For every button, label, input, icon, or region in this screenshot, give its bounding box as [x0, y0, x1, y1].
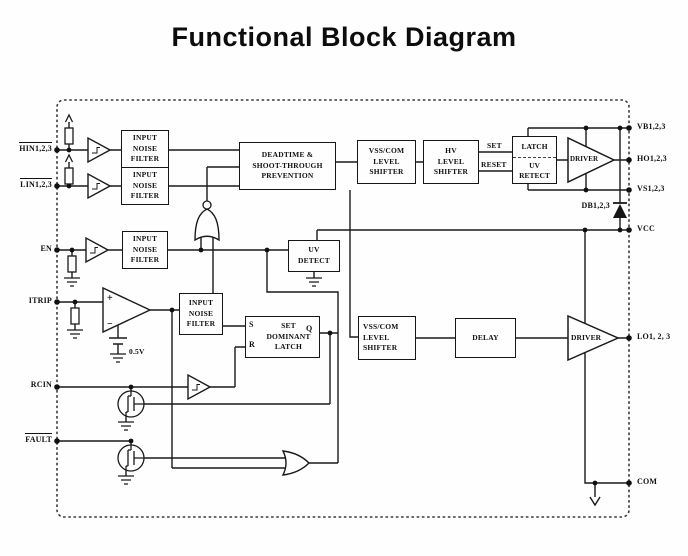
block-input-noise-filter-itrip: INPUT NOISE FILTER [179, 293, 223, 335]
block-vss-com-level-shifter-low: VSS/COM LEVEL SHIFTER [358, 316, 416, 360]
ground-icon [118, 421, 134, 431]
block-uv-detect: UV DETECT [288, 240, 340, 272]
schmitt-buffer-en [85, 236, 110, 264]
pin-lin: LIN1,2,3 [20, 178, 52, 189]
ground-icon [118, 475, 134, 485]
driver-low-side [567, 314, 620, 362]
mosfets [117, 390, 145, 472]
block-set-dominant-latch: SET DOMINANT LATCH [245, 316, 320, 358]
latch-r-pin: R [249, 340, 255, 349]
nor-bubble-icon [202, 200, 212, 210]
block-input-noise-filter-en: INPUT NOISE FILTER [122, 231, 168, 269]
db-diode-label: DB1,2,3 [581, 201, 610, 210]
pulldown-resistor-en [67, 255, 77, 273]
pulldown-resistor-itrip [70, 307, 80, 325]
schmitt-buffers [85, 136, 212, 401]
reset-signal-label: RESET [481, 160, 507, 169]
block-latch-uv-retect: LATCH UV RETECT [512, 136, 557, 184]
comparator-plus-sign: + [107, 293, 113, 304]
block-delay: DELAY [455, 318, 516, 358]
latch-section: LATCH [513, 137, 556, 158]
pin-vs: VS1,2,3 [637, 184, 665, 193]
ground-icon [306, 277, 322, 287]
pullup-resistor-hin [64, 127, 74, 145]
block-input-noise-filter-lin: INPUT NOISE FILTER [121, 167, 169, 205]
pin-vb: VB1,2,3 [637, 122, 666, 131]
pin-vcc: VCC [637, 224, 655, 233]
block-hv-level-shifter: HV LEVEL SHIFTER [423, 140, 479, 184]
nor-gate [194, 208, 220, 242]
bootstrap-diode [613, 202, 627, 218]
com-arrow-icon [589, 496, 601, 507]
block-input-noise-filter-hin: INPUT NOISE FILTER [121, 130, 169, 168]
ground-icon [67, 329, 83, 339]
block-deadtime: DEADTIME & SHOOT-THROUGH PREVENTION [239, 142, 336, 190]
driver-low-label: DRIVER [571, 333, 602, 342]
pin-com: COM [637, 477, 658, 486]
pin-en: EN [40, 244, 52, 253]
fault-or-gate [281, 450, 310, 476]
ground-icon [110, 353, 126, 363]
pin-fault: FAULT [25, 433, 52, 444]
schmitt-buffer-lin [87, 172, 112, 200]
pin-lo: LO1, 2, 3 [637, 332, 671, 341]
block-vss-com-level-shifter-high: VSS/COM LEVEL SHIFTER [357, 140, 416, 184]
diode-triangle [613, 204, 627, 218]
chip-boundary [56, 99, 630, 518]
pin-itrip: ITRIP [28, 296, 52, 305]
ground-icons [64, 277, 322, 485]
junction-dots [54, 125, 632, 486]
hysteresis-icon [92, 183, 100, 190]
set-signal-label: SET [487, 141, 502, 150]
fault-mosfet-internals [125, 445, 144, 471]
latch-q-pin: Q [306, 324, 313, 333]
hysteresis-icon [192, 384, 200, 391]
pullup-resistor-lin [64, 167, 74, 185]
schmitt-buffer-hin [87, 136, 112, 164]
page-title: Functional Block Diagram [171, 22, 517, 52]
itrip-comparator [102, 286, 152, 334]
uv-retect-section: UV RETECT [519, 160, 550, 180]
rcin-mosfet-internals [125, 391, 144, 417]
driver-high-side [567, 136, 616, 184]
hysteresis-icon [90, 247, 98, 254]
pin-hin: HIN1,2,3 [19, 142, 52, 153]
pullup-arrow-icon [64, 113, 74, 163]
vref-label: 0.5V [129, 347, 145, 356]
comparator-minus-sign: − [107, 319, 113, 330]
latch-s-pin: S [249, 320, 254, 329]
driver-high-label: DRIVER [570, 155, 599, 163]
pin-ho: HO1,2,3 [637, 154, 667, 163]
hysteresis-icon [92, 147, 100, 154]
vref-battery-icon [109, 337, 127, 345]
pin-rcin: RCIN [30, 380, 52, 389]
ground-icon [64, 277, 80, 287]
schmitt-buffer-rcin [187, 373, 212, 401]
